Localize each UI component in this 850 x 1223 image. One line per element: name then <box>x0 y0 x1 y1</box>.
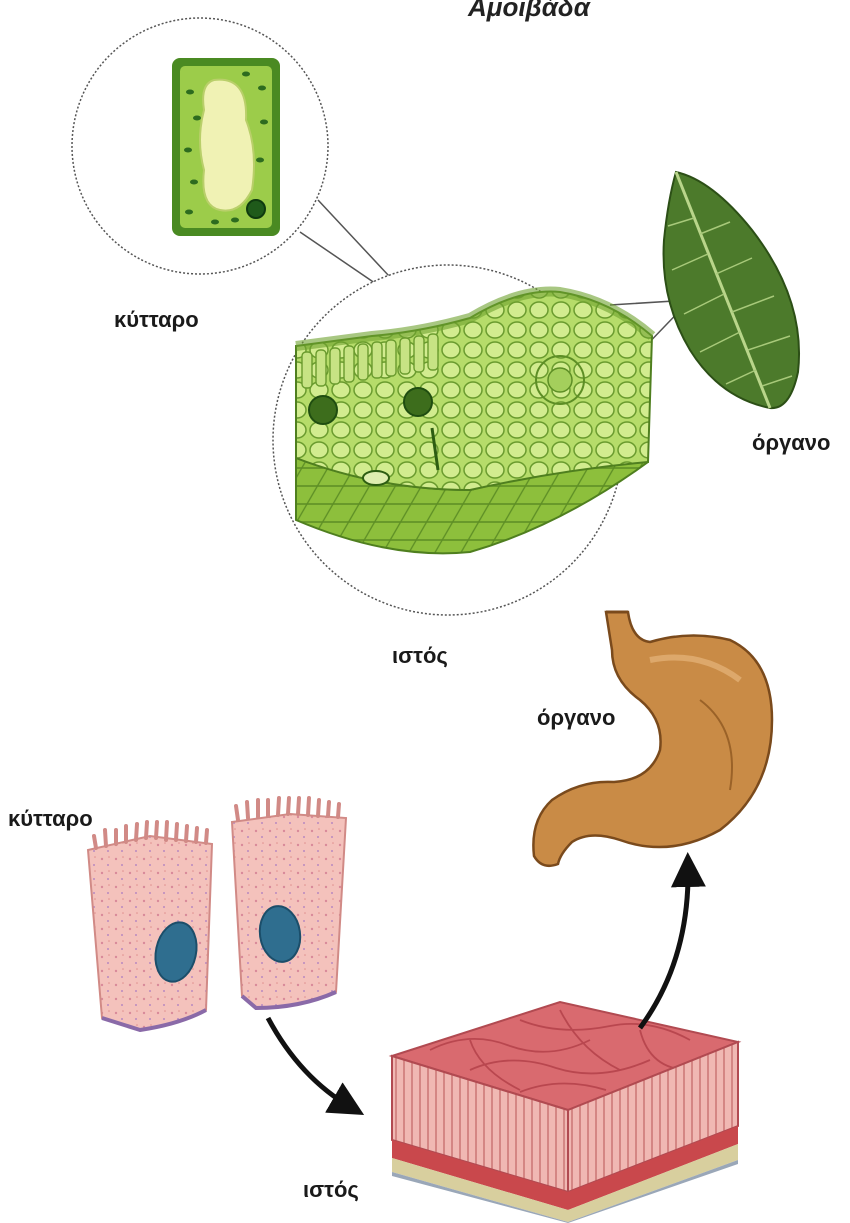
plant-cell-label: κύτταρο <box>114 307 199 333</box>
arrow-tissue-to-organ <box>640 866 688 1028</box>
leaf-icon <box>664 172 800 408</box>
animal-cell-label: κύτταρο <box>8 806 93 832</box>
plant-organ-label: όργανο <box>752 430 830 456</box>
stomach-icon <box>533 612 772 866</box>
arrow-cell-to-tissue <box>268 1018 352 1108</box>
animal-tissue-label: ιστός <box>303 1177 359 1203</box>
plant-tissue-label: ιστός <box>392 643 448 669</box>
plant-cell-icon <box>172 58 280 236</box>
epithelial-cells-icon <box>88 798 346 1030</box>
animal-organ-label: όργανο <box>537 705 615 731</box>
stomach-tissue-icon <box>392 1002 738 1223</box>
